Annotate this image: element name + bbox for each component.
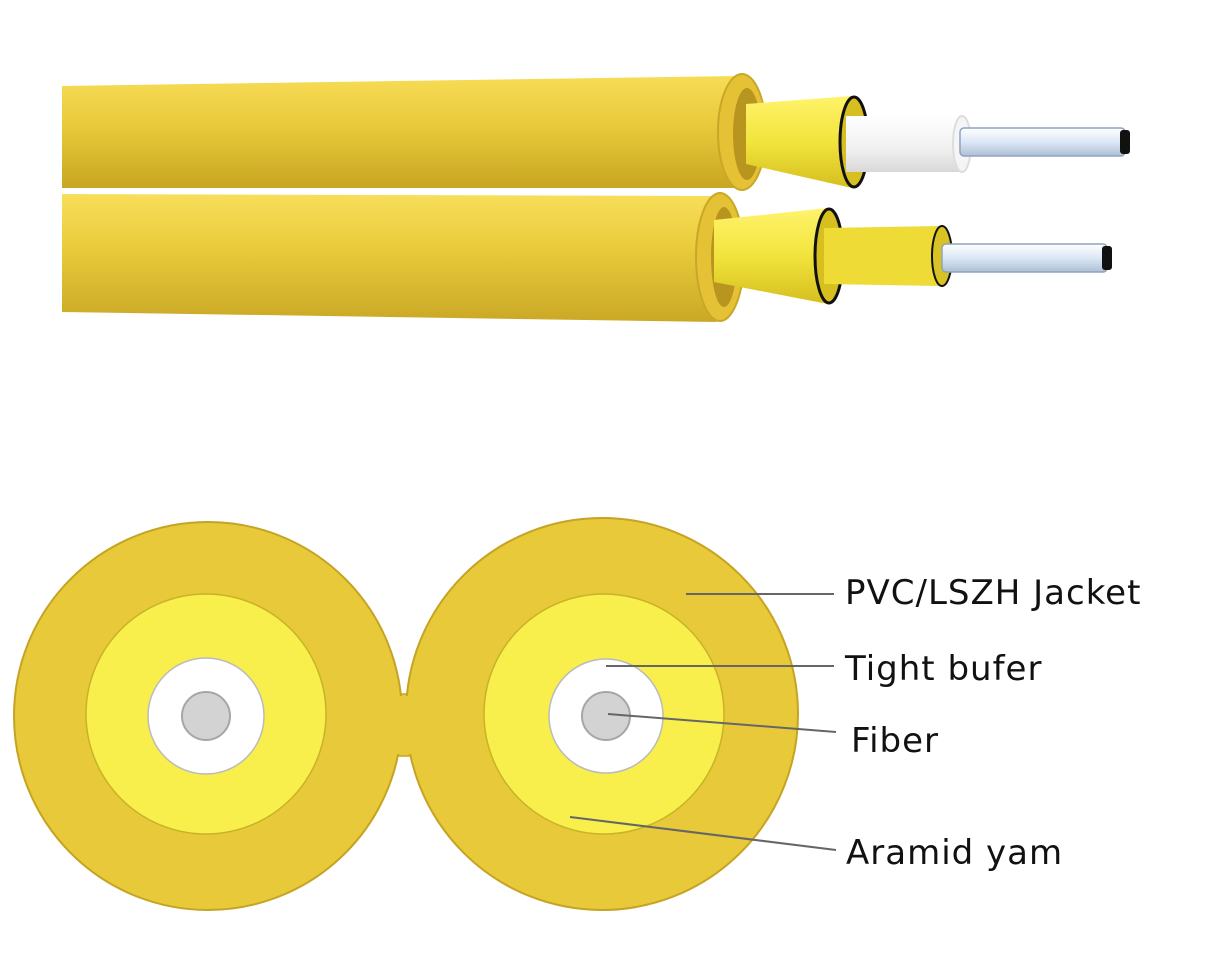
lower-tight-buffer (824, 226, 948, 286)
callouts: PVC/LSZH Jacket Tight bufer Fiber Aramid… (569, 573, 1141, 873)
lower-fiber-tip (1102, 246, 1112, 270)
upper-cable-jacket (62, 76, 754, 188)
upper-aramid-yarn (746, 96, 861, 188)
fiber-leader-line (607, 713, 837, 733)
jacket-bridge-fill (372, 696, 440, 754)
upper-fiber-tip (1120, 130, 1130, 154)
upper-tight-buffer (846, 116, 966, 172)
left-fiber (181, 691, 231, 741)
upper-fiber (959, 127, 1126, 157)
aramid-label: Aramid yam (846, 833, 1063, 873)
lower-fiber (941, 243, 1108, 273)
cable-cross-section (13, 517, 799, 911)
lower-aramid-yarn (714, 208, 838, 304)
tight-buffer-label: Tight bufer (844, 649, 1042, 689)
jacket-label: PVC/LSZH Jacket (845, 573, 1141, 613)
aramid-leader-line (569, 816, 837, 851)
fiber-label: Fiber (851, 721, 939, 761)
lower-cable-jacket (62, 194, 729, 322)
cable-3d-view (62, 73, 1130, 322)
